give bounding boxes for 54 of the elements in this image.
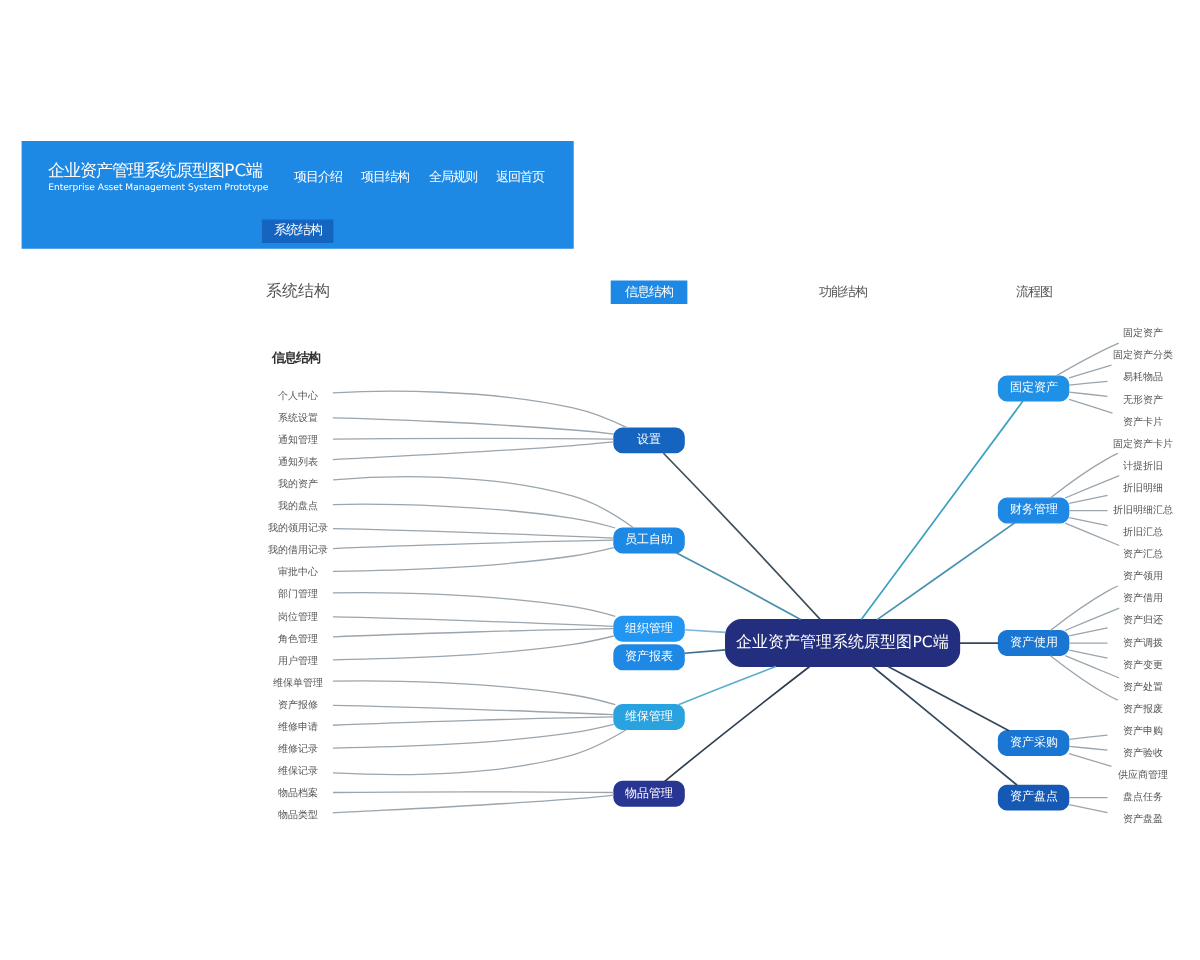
connector [677, 665, 777, 706]
connector [1049, 585, 1119, 632]
connector [332, 794, 615, 814]
connector [683, 628, 727, 634]
connector [1068, 734, 1109, 740]
connector [876, 522, 1016, 621]
connector [1064, 522, 1120, 547]
connector [1068, 745, 1109, 751]
connector [1068, 494, 1109, 505]
connector [332, 390, 629, 429]
connector [332, 635, 615, 661]
connector [332, 503, 616, 529]
connector [1068, 642, 1109, 644]
connector [332, 539, 615, 550]
connector [332, 417, 615, 435]
connector [332, 704, 615, 716]
connector [1064, 654, 1120, 679]
connector [332, 791, 615, 794]
connector [675, 552, 802, 621]
connector [959, 642, 1000, 644]
connector [332, 723, 615, 749]
connector [683, 648, 727, 655]
connector [1068, 517, 1109, 527]
connector [332, 716, 615, 726]
connector [1068, 391, 1109, 398]
connector [1049, 452, 1119, 499]
connector [332, 547, 615, 573]
connector [1068, 804, 1109, 814]
connector [663, 665, 811, 783]
connector [1049, 655, 1119, 701]
connector [332, 728, 628, 776]
connector [332, 441, 615, 461]
connector [860, 399, 1024, 621]
connector [887, 665, 1010, 732]
connector [1068, 797, 1109, 799]
connector [332, 627, 615, 638]
connector [1055, 342, 1120, 377]
connector [332, 528, 615, 539]
connector [1068, 649, 1109, 659]
connector [662, 452, 822, 621]
connector [1068, 364, 1113, 379]
connector [332, 437, 615, 440]
connector [1064, 607, 1120, 632]
connector [1068, 509, 1109, 512]
connector [332, 591, 616, 617]
connector [1068, 752, 1113, 768]
connector [332, 476, 635, 529]
connector [1068, 627, 1109, 637]
connector [871, 665, 1019, 787]
connector [1068, 398, 1114, 414]
connector [332, 680, 616, 706]
connector [1068, 380, 1109, 386]
connector [332, 616, 615, 628]
connector [1064, 474, 1120, 499]
